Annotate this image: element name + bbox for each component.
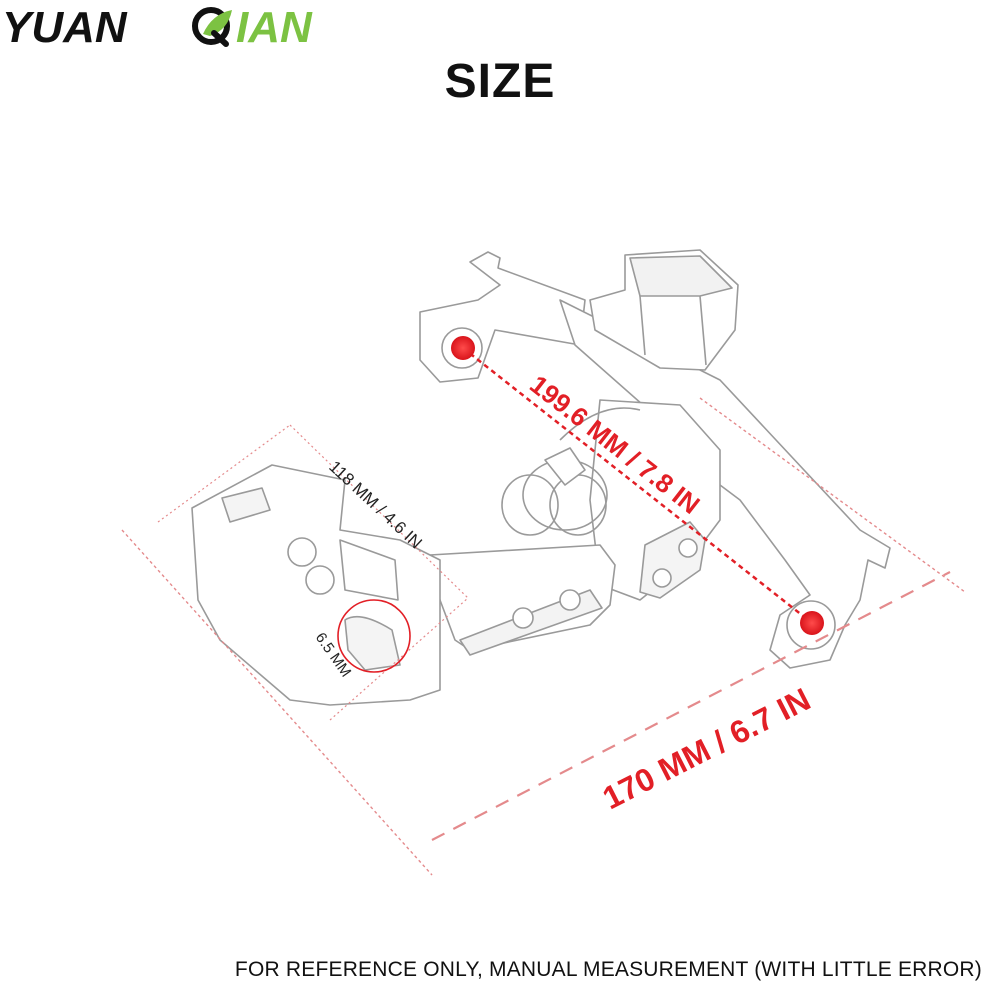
measure-point-lower [800,611,824,635]
length-dimension-label: 170 MM / 6.7 IN [597,681,816,816]
measure-point-upper [451,336,475,360]
slot-highlight-ring [337,599,411,673]
brand-logo: YUAN IAN [0,0,345,52]
reference-footnote: FOR REFERENCE ONLY, MANUAL MEASUREMENT (… [234,958,982,981]
page-title: SIZE [444,55,556,108]
brand-wordmark-left: YUAN [2,3,128,52]
bracket-drawing [191,249,891,706]
brand-wordmark-right: IAN [236,3,313,52]
leaf-q-icon [192,7,232,47]
